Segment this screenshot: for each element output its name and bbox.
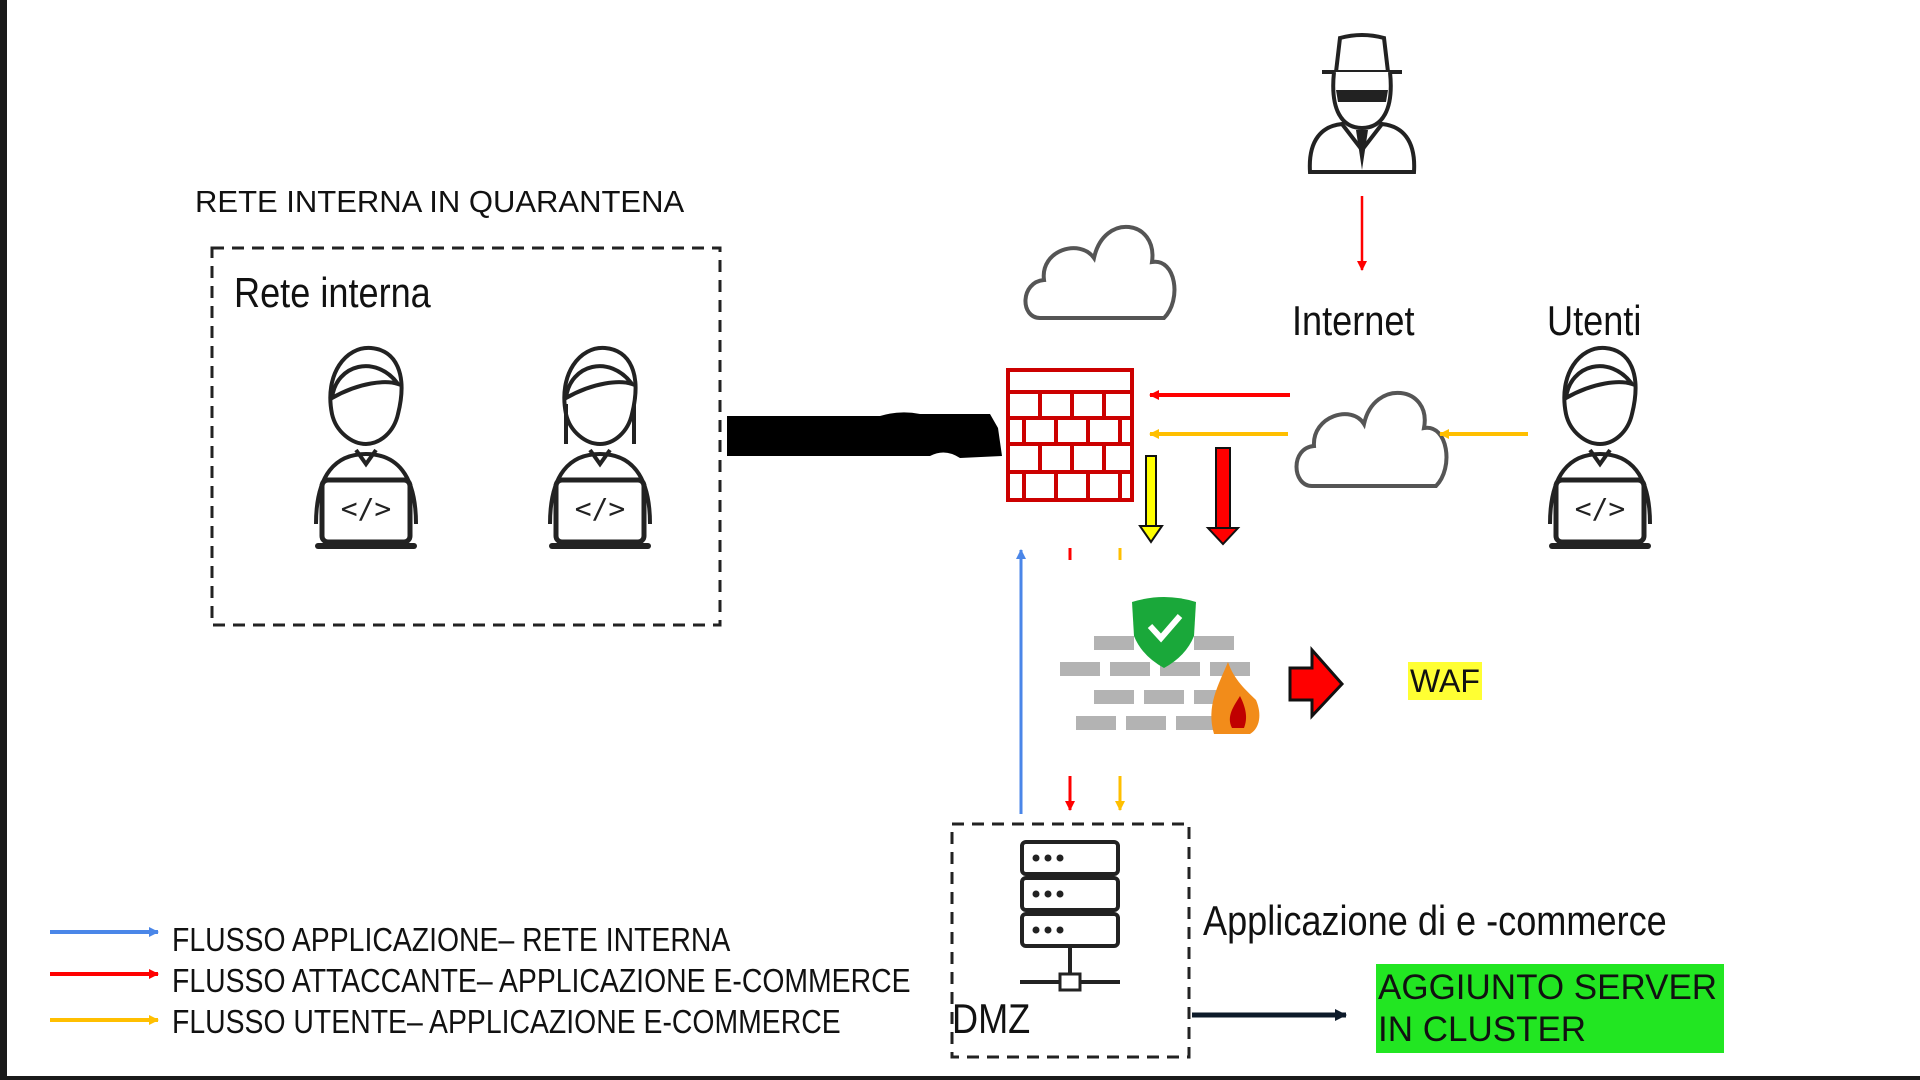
internet-label: Internet [1292, 297, 1415, 344]
ecommerce-app-label: Applicazione di e -commerce [1203, 897, 1667, 944]
legend-item-user: FLUSSO UTENTE– APPLICAZIONE E-COMMERCE [172, 1003, 841, 1040]
users-label: Utenti [1547, 297, 1642, 344]
internal-network-label: Rete interna [234, 269, 431, 316]
internal-network-box [210, 246, 722, 627]
waf-pointer-arrow [1288, 646, 1345, 720]
yellow-down-arrow [1138, 455, 1164, 544]
dmz-label: DMZ [952, 995, 1031, 1042]
cluster-note: AGGIUNTO SERVER IN CLUSTER [1376, 964, 1724, 1053]
server-icon [1020, 840, 1120, 992]
left-border [0, 0, 7, 1080]
hacker-icon [1307, 33, 1417, 174]
cloud-icon [1023, 224, 1177, 320]
waf-icon [1060, 597, 1260, 734]
legend-item-app-internal: FLUSSO APPLICAZIONE– RETE INTERNA [172, 921, 731, 958]
bottom-border [0, 1076, 1920, 1080]
diagram-title: RETE INTERNA IN QUARANTENA [195, 184, 685, 219]
firewall-icon [1006, 368, 1134, 502]
developer-icon [550, 348, 650, 546]
waf-label: WAF [1408, 662, 1482, 700]
legend-item-attacker: FLUSSO ATTACCANTE– APPLICAZIONE E-COMMER… [172, 962, 911, 999]
cloud-icon [1294, 390, 1449, 488]
blocked-link [727, 412, 1002, 458]
red-down-arrow [1205, 447, 1241, 546]
dmz-box [950, 822, 1191, 1059]
developer-icon [316, 348, 416, 546]
developer-icon [1550, 348, 1650, 546]
